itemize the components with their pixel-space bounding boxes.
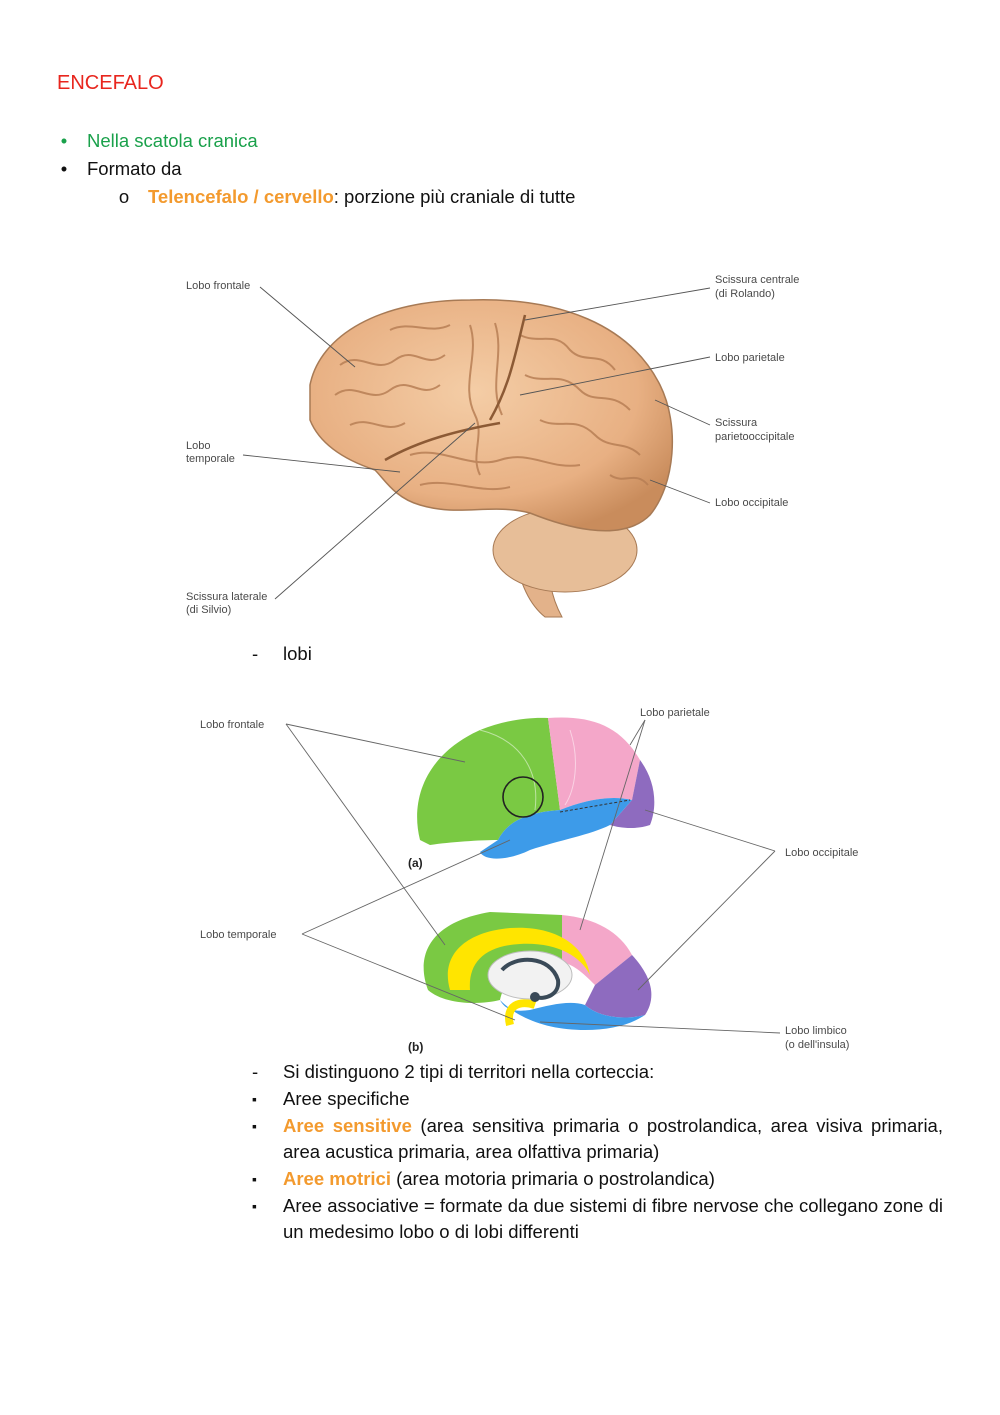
label-scissura-centrale-1: Scissura centrale xyxy=(715,274,799,286)
list-item: - Si distinguono 2 tipi di territori nel… xyxy=(252,1059,654,1085)
panel-label-b: (b) xyxy=(408,1040,423,1054)
label2-lobo-limbico-2: (o dell'insula) xyxy=(785,1039,849,1051)
list-item-text: lobi xyxy=(283,643,312,664)
sub-marker: o xyxy=(118,186,130,207)
square-marker: ▪ xyxy=(252,1118,257,1134)
square-marker: ▪ xyxy=(252,1171,257,1187)
highlight-term: Aree motrici xyxy=(283,1168,391,1189)
square-marker: ▪ xyxy=(252,1198,257,1214)
gyri-pattern xyxy=(334,322,649,491)
medial-view-b xyxy=(423,912,652,1030)
dash-marker: - xyxy=(252,643,259,664)
label2-lobo-occipitale: Lobo occipitale xyxy=(785,847,858,859)
temporal-lobe-a xyxy=(480,798,632,859)
label2-lobo-temporale: Lobo temporale xyxy=(200,929,276,941)
panel-label-a: (a) xyxy=(408,856,423,870)
list-item-text: Nella scatola cranica xyxy=(87,130,258,151)
label-lobo-occipitale: Lobo occipitale xyxy=(715,497,788,509)
label-scissura-laterale-2: (di Silvio) xyxy=(186,604,231,616)
label-lobo-parietale: Lobo parietale xyxy=(715,352,785,364)
lateral-view-a xyxy=(417,717,655,859)
label-scissura-centrale-2: (di Rolando) xyxy=(715,288,775,300)
list-item: • Nella scatola cranica xyxy=(57,128,258,154)
highlight-term: Telencefalo / cervello xyxy=(148,186,334,207)
label2-lobo-limbico-1: Lobo limbico xyxy=(785,1025,847,1037)
page-title: ENCEFALO xyxy=(57,72,164,94)
leader-lines-2 xyxy=(285,719,781,1034)
parietal-lobe-b xyxy=(562,915,632,985)
cerebrum xyxy=(309,299,674,532)
label2-lobo-frontale: Lobo frontale xyxy=(200,719,264,731)
brain-lateral-figure: Lobo frontale Lobo temporale Scissura la… xyxy=(186,274,799,618)
list-item-text: Aree associative = formate da due sistem… xyxy=(283,1195,943,1242)
list-item: o Telencefalo / cervello: porzione più c… xyxy=(117,184,576,210)
list-item-text: Si distinguono 2 tipi di territori nella… xyxy=(283,1061,655,1082)
brain-lobes-figure: Lobo frontale Lobo parietale Lobo occipi… xyxy=(200,707,858,1054)
bullet-marker: • xyxy=(60,158,68,179)
list-item: • Formato da xyxy=(57,156,182,182)
temporal-lobe-b xyxy=(500,1000,645,1030)
list-item: ▪ Aree sensitive (area sensitiva primari… xyxy=(252,1113,943,1165)
square-marker: ▪ xyxy=(252,1091,257,1107)
insula-circle xyxy=(502,776,544,818)
list-item: ▪ Aree associative = formate da due sist… xyxy=(252,1193,943,1245)
label-lobo-frontale: Lobo frontale xyxy=(186,280,250,292)
label-scissura-parieto-2: parietooccipitale xyxy=(715,431,795,443)
list-item-text: Formato da xyxy=(87,158,182,179)
label-scissura-parieto-1: Scissura xyxy=(715,417,758,429)
frontal-lobe-a xyxy=(417,717,560,845)
central-sulcus xyxy=(488,314,527,421)
occipital-lobe-a xyxy=(610,760,655,829)
list-item: - lobi xyxy=(252,641,312,667)
list-item-text: : porzione più craniale di tutte xyxy=(333,186,576,207)
list-item-text: (area sensitiva primaria o postrolandica… xyxy=(283,1115,943,1162)
parietal-lobe-a xyxy=(548,717,640,810)
list-item: ▪ Aree motrici (area motoria primaria o … xyxy=(252,1166,715,1192)
list-item-text: Aree specifiche xyxy=(283,1088,410,1109)
label2-lobo-parietale: Lobo parietale xyxy=(640,707,710,719)
lateral-sulcus xyxy=(384,421,501,462)
limbic-lobe-b xyxy=(447,927,590,990)
label-scissura-laterale-1: Scissura laterale xyxy=(186,591,267,603)
label-lobo-temporale-1: Lobo xyxy=(186,440,210,452)
occipital-lobe-b xyxy=(585,955,652,1018)
label-lobo-temporale-2: temporale xyxy=(186,453,235,465)
bullet-marker: • xyxy=(60,130,68,151)
highlight-term: Aree sensitive xyxy=(283,1115,412,1136)
list-item: ▪ Aree specifiche xyxy=(252,1086,409,1112)
dash-marker: - xyxy=(252,1061,259,1082)
leader-lines xyxy=(242,286,711,600)
list-item-text: (area motoria primaria o postrolandica) xyxy=(390,1168,715,1189)
